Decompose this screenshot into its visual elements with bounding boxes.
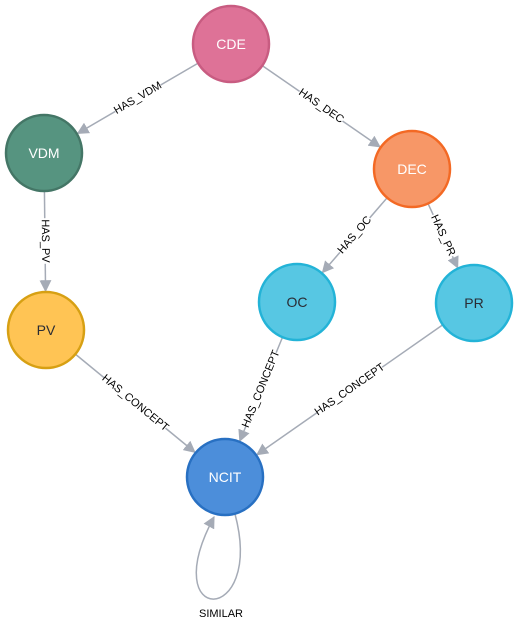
node-layer: CDE VDM DEC PV OC PR NCIT <box>4 4 514 517</box>
node-circle[interactable] <box>4 113 84 193</box>
node-ncit[interactable]: NCIT <box>185 437 265 517</box>
edge-dec-pr[interactable]: HAS_PR <box>426 203 459 269</box>
node-pr[interactable]: PR <box>434 263 514 343</box>
node-label: CDE <box>216 36 246 52</box>
edge-label-background <box>334 213 376 257</box>
edge-label-background <box>313 361 387 418</box>
node-oc[interactable]: OC <box>257 262 337 342</box>
node-label: PR <box>464 295 483 311</box>
node-circle[interactable] <box>434 263 514 343</box>
edge-cde-dec[interactable]: HAS_DEC <box>261 64 381 148</box>
edge-cde-vdm[interactable]: HAS_VDM <box>76 62 199 135</box>
node-circle[interactable] <box>257 262 337 342</box>
node-label: OC <box>287 294 308 310</box>
edge-label: HAS_DEC <box>296 87 346 126</box>
edge-pr-ncit[interactable]: HAS_CONCEPT <box>255 324 444 456</box>
edge-line[interactable] <box>195 513 241 600</box>
edge-label-background <box>37 218 53 264</box>
node-label: NCIT <box>209 469 242 485</box>
node-circle[interactable] <box>372 129 452 209</box>
edge-pv-ncit[interactable]: HAS_CONCEPT <box>74 353 196 454</box>
edge-oc-ncit[interactable]: HAS_CONCEPT <box>238 336 284 443</box>
node-label: PV <box>37 322 56 338</box>
edge-label-background <box>100 372 170 434</box>
edge-vdm-pv[interactable]: HAS_PV <box>37 190 53 293</box>
edge-label: HAS_VDM <box>112 80 164 117</box>
node-circle[interactable] <box>191 4 271 84</box>
edge-label-background <box>239 350 283 429</box>
node-dec[interactable]: DEC <box>372 129 452 209</box>
edge-label: HAS_CONCEPT <box>99 372 171 434</box>
node-label: DEC <box>397 161 427 177</box>
edge-label-background <box>426 211 459 260</box>
edge-label-background <box>111 79 165 118</box>
node-cde[interactable]: CDE <box>191 4 271 84</box>
edge-label: HAS_CONCEPT <box>313 361 388 418</box>
node-vdm[interactable]: VDM <box>4 113 84 193</box>
node-pv[interactable]: PV <box>6 290 86 370</box>
edge-label-background <box>295 85 347 127</box>
node-circle[interactable] <box>185 437 265 517</box>
edge-dec-oc[interactable]: HAS_OC <box>321 197 388 274</box>
edge-ncit-ncit[interactable]: SIMILAR <box>195 513 243 620</box>
edge-label: HAS_OC <box>335 214 374 256</box>
node-label: VDM <box>28 145 59 161</box>
edge-label: HAS_PV <box>39 219 51 263</box>
node-circle[interactable] <box>6 290 86 370</box>
edge-label: SIMILAR <box>199 608 243 620</box>
edge-label: HAS_CONCEPT <box>240 348 283 429</box>
